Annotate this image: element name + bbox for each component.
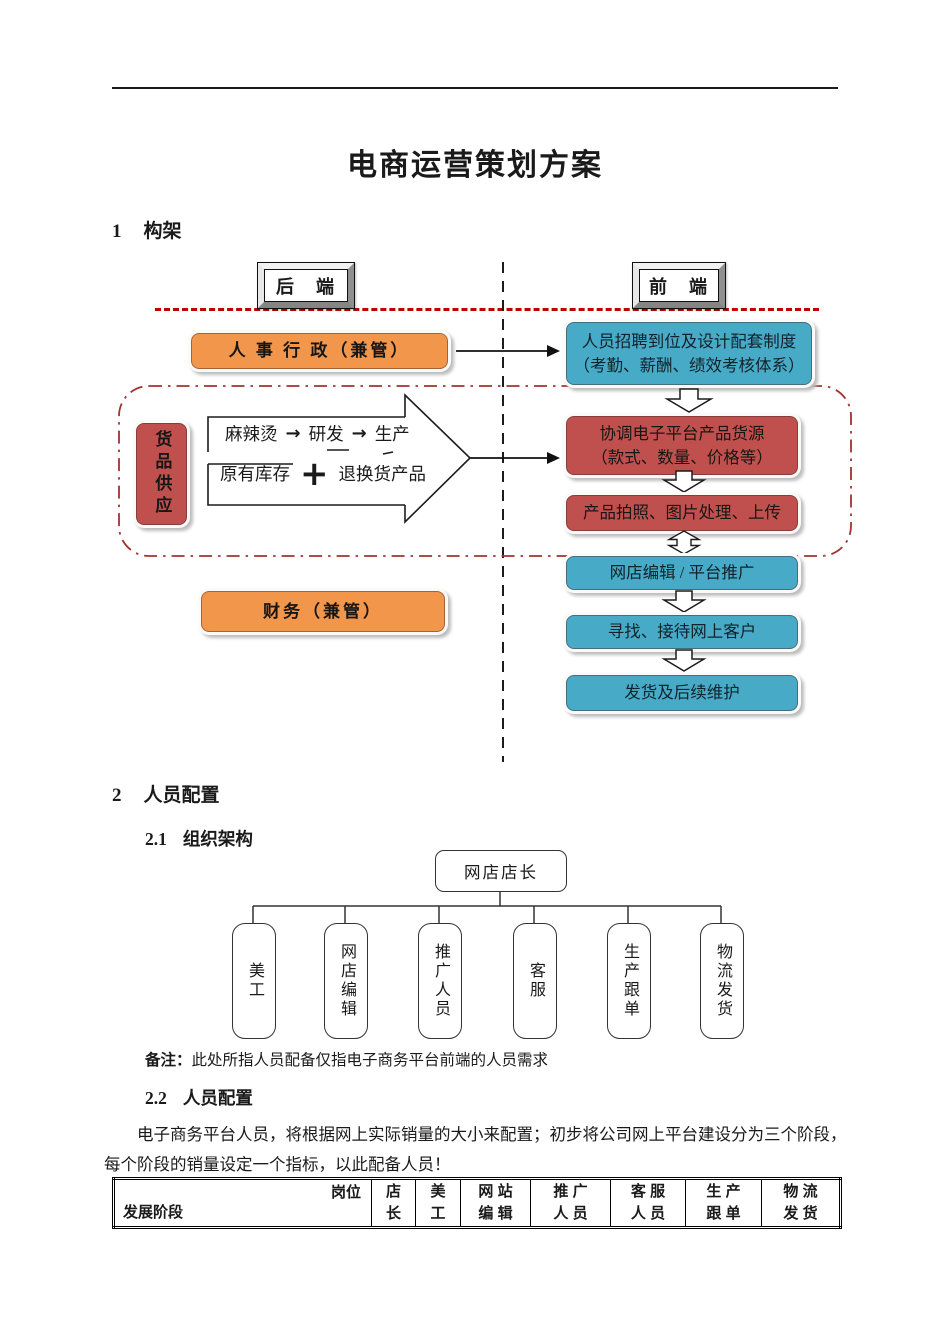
down-arrow-icon: [664, 388, 714, 413]
big-supply-arrow-icon: [207, 393, 472, 524]
customer-box: 寻找、接待网上客户: [563, 612, 801, 652]
section-2-1-heading: 2.1 组织架构: [145, 826, 253, 851]
flow-item: 退换货产品: [338, 464, 427, 484]
paragraph-line: 电子商务平台人员，将根据网上实际销量的大小来配置；初步将公司网上平台建设分为三个…: [137, 1125, 847, 1144]
double-arrow-icon: [666, 530, 702, 555]
right-arrow-icon: →: [351, 423, 367, 444]
orgchart-child-box: 美工: [232, 923, 276, 1039]
section-label: 人员配置: [182, 1088, 253, 1108]
section-number: 1: [112, 221, 122, 242]
supply-flow-row-2: 原有库存 + 退换货产品: [220, 453, 427, 494]
table-col-header: 生 产跟 单: [685, 1178, 762, 1228]
recruit-line-1: 人员招聘到位及设计配套制度: [581, 332, 797, 352]
hr-admin-box: 人 事 行 政（兼管）: [188, 330, 451, 372]
bevel-frame: 后 端: [258, 263, 354, 308]
orgchart-child-label: 客服: [527, 962, 544, 1000]
orgchart-connector-lines: [252, 890, 722, 923]
table-col-header: 店长: [371, 1178, 416, 1228]
supply-to-coordinate-arrow-icon: [469, 452, 560, 464]
corner-bottom-label: 发展阶段: [123, 1204, 184, 1221]
supply-box: 货品供应: [133, 420, 190, 528]
section-number: 2.2: [145, 1088, 167, 1108]
col-header-line: 客 服: [630, 1183, 666, 1200]
down-arrow-icon: [661, 470, 707, 493]
finance-box: 财务（兼管）: [198, 588, 448, 635]
bevel-frame: 前 端: [633, 263, 725, 308]
table-col-header: 网 站编 辑: [460, 1178, 531, 1228]
corner-top-label: 岗位: [330, 1184, 361, 1201]
coordinate-line-1: 协调电子平台产品货源: [599, 424, 765, 444]
orgchart-child-label: 生产跟单: [621, 943, 638, 1019]
col-header-line: 店: [385, 1183, 401, 1200]
orgchart-child-label: 物流发货: [714, 943, 731, 1019]
orgchart-root-box: 网店店长: [435, 850, 567, 892]
orgchart-child-box: 网店编辑: [324, 923, 368, 1039]
photo-box: 产品拍照、图片处理、上传: [563, 492, 801, 534]
note-text: 此处所指人员配备仅指电子商务平台前端的人员需求: [191, 1052, 549, 1069]
col-header-line: 生 产: [706, 1183, 741, 1200]
flow-item: 麻辣烫: [225, 424, 278, 444]
section-1-heading: 1 构架: [112, 216, 182, 243]
supply-dashdot-container: [118, 385, 852, 557]
orgchart-child-box: 生产跟单: [607, 923, 651, 1039]
col-header-line: 人 员: [553, 1205, 588, 1222]
backend-label-box: 后 端: [257, 262, 355, 309]
down-arrow-icon: [661, 590, 707, 613]
col-header-line: 人 员: [630, 1205, 666, 1222]
col-header-line: 物 流: [783, 1183, 818, 1200]
staffing-table: 岗位 发展阶段 店长 美工 网 站编 辑 推 广人 员 客 服人 员 生 产跟 …: [112, 1177, 842, 1229]
orgchart-child-label: 美工: [246, 962, 263, 1000]
supply-flow-row-1: 麻辣烫 → 研发 → 生产: [225, 421, 410, 446]
col-header-line: 推 广: [553, 1183, 588, 1200]
header-rule: [112, 87, 838, 89]
paragraph-line: 每个阶段的销量设定一个指标，以此配备人员！: [104, 1155, 451, 1174]
frontend-label-box: 前 端: [632, 262, 726, 309]
hr-to-recruit-arrow-icon: [456, 345, 560, 357]
plus-icon: +: [300, 453, 329, 494]
section-2-heading: 2 人员配置: [112, 780, 220, 807]
coordinate-box: 协调电子平台产品货源 （款式、数量、价格等）: [563, 413, 801, 478]
flow-item: 生产: [374, 424, 410, 444]
down-arrow-icon: [661, 649, 707, 672]
table-col-header: 美工: [415, 1178, 461, 1228]
recruit-box: 人员招聘到位及设计配套制度 （考勤、薪酬、绩效考核体系）: [563, 319, 815, 388]
right-arrow-icon: →: [285, 423, 301, 444]
orgchart-child-box: 客服: [513, 923, 557, 1039]
table-corner-cell: 岗位 发展阶段: [113, 1178, 372, 1228]
section-label: 人员配置: [143, 785, 220, 806]
section-label: 构架: [143, 221, 182, 242]
col-header-line: 编 辑: [478, 1205, 513, 1222]
flow-item: 原有库存: [220, 464, 290, 484]
flow-item: 研发: [308, 424, 344, 444]
orgchart-child-label: 网店编辑: [338, 943, 355, 1019]
note-line: 备注：此处所指人员配备仅指电子商务平台前端的人员需求: [145, 1048, 548, 1070]
table-col-header: 客 服人 员: [610, 1178, 686, 1228]
recruit-line-2: （考勤、薪酬、绩效考核体系）: [573, 355, 805, 375]
col-header-line: 网 站: [478, 1183, 513, 1200]
orgchart-child-label: 推广人员: [432, 943, 449, 1019]
orgchart-child-box: 物流发货: [700, 923, 744, 1039]
section-number: 2.1: [145, 829, 167, 849]
table-col-header: 物 流发 货: [761, 1178, 841, 1228]
body-paragraph: 电子商务平台人员，将根据网上实际销量的大小来配置；初步将公司网上平台建设分为三个…: [104, 1120, 848, 1180]
orgchart-child-box: 推广人员: [418, 923, 462, 1039]
backend-label: 后 端: [264, 269, 348, 302]
red-dashed-divider: [155, 308, 819, 311]
col-header-line: 跟 单: [706, 1205, 741, 1222]
note-label: 备注：: [145, 1052, 192, 1069]
col-header-line: 美: [430, 1183, 446, 1200]
page-title: 电商运营策划方案: [347, 149, 603, 182]
coordinate-line-2: （款式、数量、价格等）: [591, 447, 773, 467]
section-number: 2: [112, 785, 122, 806]
col-header-line: 工: [430, 1205, 446, 1222]
ship-box: 发货及后续维护: [563, 672, 801, 714]
table-header-row: 岗位 发展阶段 店长 美工 网 站编 辑 推 广人 员 客 服人 员 生 产跟 …: [113, 1178, 841, 1228]
shop-edit-box: 网店编辑 / 平台推广: [563, 553, 801, 593]
col-header-line: 发 货: [783, 1205, 818, 1222]
section-2-2-heading: 2.2 人员配置: [145, 1085, 253, 1110]
col-header-line: 长: [385, 1205, 401, 1222]
frontend-label: 前 端: [639, 269, 719, 302]
section-label: 组织架构: [182, 829, 253, 849]
